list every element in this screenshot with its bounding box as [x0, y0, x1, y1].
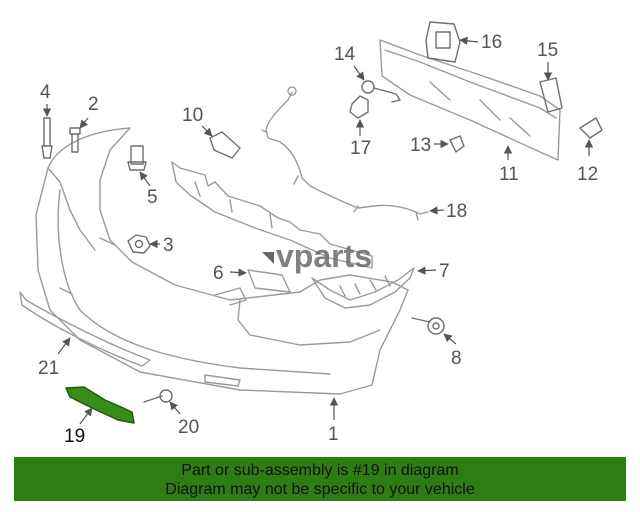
part-bolt-2[interactable] [69, 127, 81, 153]
part-clip-15[interactable] [539, 77, 563, 113]
callout-4: 4 [40, 82, 52, 117]
part-wiring-harness-18[interactable] [261, 86, 429, 221]
callout-14: 14 [334, 44, 365, 81]
callout-19: 19 [64, 407, 93, 447]
callout-7: 7 [417, 261, 450, 282]
callout-label-6: 6 [213, 263, 224, 284]
callout-label-17: 17 [350, 138, 371, 159]
callout-label-18: 18 [446, 201, 467, 222]
callout-18: 18 [429, 201, 467, 222]
watermark-text: vparts [276, 238, 372, 274]
callout-label-19: 19 [64, 426, 85, 447]
callout-label-4: 4 [40, 82, 51, 103]
callout-label-7: 7 [439, 261, 450, 282]
part-sensor-14[interactable] [361, 80, 401, 103]
callout-label-11: 11 [499, 164, 519, 185]
callout-label-3: 3 [163, 235, 174, 256]
callout-6: 6 [213, 263, 247, 284]
callout-label-5: 5 [147, 187, 158, 208]
part-upper-support[interactable] [171, 161, 373, 269]
part-stud-5[interactable] [127, 145, 147, 171]
info-banner: Part or sub-assembly is #19 in diagram D… [14, 457, 626, 501]
callout-10: 10 [182, 105, 213, 137]
callout-label-12: 12 [577, 164, 598, 185]
callout-label-14: 14 [334, 44, 356, 65]
callout-label-2: 2 [88, 94, 99, 115]
banner-line-2: Diagram may not be specific to your vehi… [165, 481, 475, 498]
part-screw-8[interactable] [411, 317, 445, 335]
callout-label-21: 21 [38, 358, 59, 379]
part-nut-3[interactable] [127, 234, 151, 254]
callout-20: 20 [169, 401, 199, 438]
callout-13: 13 [410, 135, 449, 156]
callout-11: 11 [499, 145, 519, 185]
callout-8: 8 [443, 333, 462, 369]
callout-label-8: 8 [451, 348, 462, 369]
callout-16: 16 [459, 32, 502, 53]
part-holder-17[interactable] [349, 95, 369, 119]
part-19-bracket-highlight[interactable] [65, 386, 135, 424]
part-bracket-7[interactable] [311, 267, 415, 309]
part-pin-4[interactable] [41, 117, 53, 159]
callout-label-13: 13 [410, 135, 431, 156]
callout-1: 1 [328, 397, 339, 445]
part-lower-garnish[interactable] [19, 291, 151, 367]
watermark-logo: vparts [262, 238, 372, 274]
callout-3: 3 [149, 235, 174, 256]
callout-21: 21 [38, 337, 71, 379]
part-clip-13[interactable] [449, 135, 465, 153]
callout-5: 5 [139, 171, 158, 208]
callout-17: 17 [350, 119, 371, 159]
callout-label-20: 20 [178, 417, 199, 438]
callout-2: 2 [79, 94, 99, 129]
watermark-mark-icon [262, 252, 274, 264]
banner-line-1: Part or sub-assembly is #19 in diagram [181, 462, 459, 479]
part-reinforcement-beam-11[interactable] [379, 39, 561, 161]
part-bracket-6[interactable] [247, 269, 291, 293]
callout-label-1: 1 [328, 424, 339, 445]
part-screw-12[interactable] [579, 117, 603, 139]
callout-label-16: 16 [481, 32, 502, 53]
callout-15: 15 [537, 40, 558, 81]
part-clip-10[interactable] [209, 131, 241, 159]
parts-diagram: 1 2 3 4 5 6 7 8 10 11 12 13 [19, 21, 603, 447]
callout-12: 12 [577, 139, 598, 185]
callout-label-10: 10 [182, 105, 203, 126]
part-bracket-16[interactable] [425, 21, 461, 63]
part-screw-20[interactable] [143, 389, 173, 403]
callout-label-15: 15 [537, 40, 558, 61]
